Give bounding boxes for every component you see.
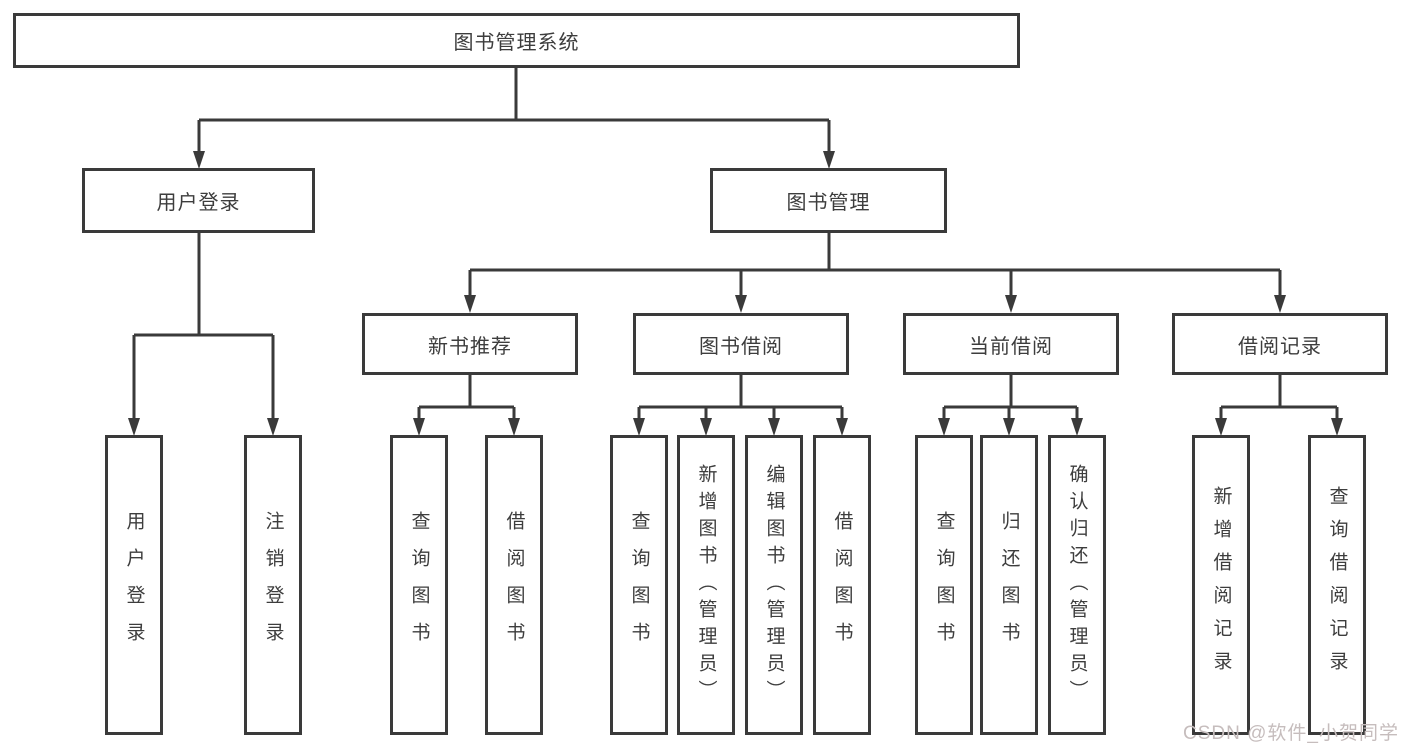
- node-borrow-records-label: 借阅记录: [1238, 335, 1322, 358]
- arrowhead-icon: [633, 418, 645, 436]
- leaf-label: 查询图书: [628, 511, 650, 659]
- node-book-management: 图书管理: [710, 168, 947, 233]
- node-new-book-recommend-label: 新书推荐: [428, 335, 512, 358]
- leaf-logout: 注销登录: [244, 435, 302, 735]
- arrowhead-icon: [700, 418, 712, 436]
- arrowhead-icon: [413, 418, 425, 436]
- leaf-label: 用户登录: [123, 511, 145, 659]
- leaf-confirm-return-admin: 确认归还（管理员）: [1048, 435, 1106, 735]
- arrowhead-icon: [836, 418, 848, 436]
- leaf-query-books-current: 查询图书: [915, 435, 973, 735]
- leaf-label: 查询图书: [408, 511, 430, 659]
- node-book-borrow: 图书借阅: [633, 313, 849, 375]
- node-book-management-label: 图书管理: [786, 192, 871, 214]
- leaf-edit-books-admin: 编辑图书（管理员）: [745, 435, 803, 735]
- arrowhead-icon: [938, 418, 950, 436]
- arrowhead-icon: [1071, 418, 1083, 436]
- arrowhead-icon: [768, 418, 780, 436]
- node-user-login: 用户登录: [82, 168, 315, 233]
- arrowhead-icon: [128, 418, 140, 436]
- node-root-label: 图书管理系统: [453, 32, 580, 54]
- arrowhead-icon: [1331, 418, 1343, 436]
- arrowhead-icon: [508, 418, 520, 436]
- node-root: 图书管理系统: [13, 13, 1020, 68]
- node-borrow-records: 借阅记录: [1172, 313, 1388, 375]
- leaf-label: 归还图书: [998, 511, 1020, 659]
- leaf-query-borrow-record: 查询借阅记录: [1308, 435, 1366, 735]
- arrowhead-icon: [823, 151, 835, 169]
- arrowhead-icon: [267, 418, 279, 436]
- arrowhead-icon: [1005, 295, 1017, 313]
- node-new-book-recommend: 新书推荐: [362, 313, 578, 375]
- arrowhead-icon: [1215, 418, 1227, 436]
- arrowhead-icon: [1274, 295, 1286, 313]
- node-book-borrow-label: 图书借阅: [699, 335, 783, 358]
- arrowhead-icon: [735, 295, 747, 313]
- arrowhead-icon: [1003, 418, 1015, 436]
- leaf-label: 注销登录: [262, 511, 284, 659]
- leaf-borrow-books-recommend: 借阅图书: [485, 435, 543, 735]
- leaf-label: 确认归还（管理员）: [1066, 463, 1088, 707]
- leaf-label: 编辑图书（管理员）: [763, 463, 785, 707]
- csdn-watermark: CSDN @软件_小贺同学: [1183, 723, 1399, 744]
- arrowhead-icon: [193, 151, 205, 169]
- leaf-add-books-admin: 新增图书（管理员）: [677, 435, 735, 735]
- leaf-label: 借阅图书: [503, 511, 525, 659]
- node-current-borrow-label: 当前借阅: [969, 335, 1053, 358]
- node-user-login-label: 用户登录: [156, 192, 241, 214]
- leaf-borrow-books: 借阅图书: [813, 435, 871, 735]
- leaf-return-books: 归还图书: [980, 435, 1038, 735]
- leaf-label: 新增借阅记录: [1210, 486, 1232, 684]
- leaf-add-borrow-record: 新增借阅记录: [1192, 435, 1250, 735]
- node-current-borrow: 当前借阅: [903, 313, 1119, 375]
- leaf-label: 借阅图书: [831, 511, 853, 659]
- leaf-label: 查询借阅记录: [1326, 486, 1348, 684]
- leaf-query-books-borrow: 查询图书: [610, 435, 668, 735]
- leaf-label: 新增图书（管理员）: [695, 463, 717, 707]
- arrowhead-icon: [464, 295, 476, 313]
- leaf-user-login: 用户登录: [105, 435, 163, 735]
- leaf-label: 查询图书: [933, 511, 955, 659]
- leaf-query-books-recommend: 查询图书: [390, 435, 448, 735]
